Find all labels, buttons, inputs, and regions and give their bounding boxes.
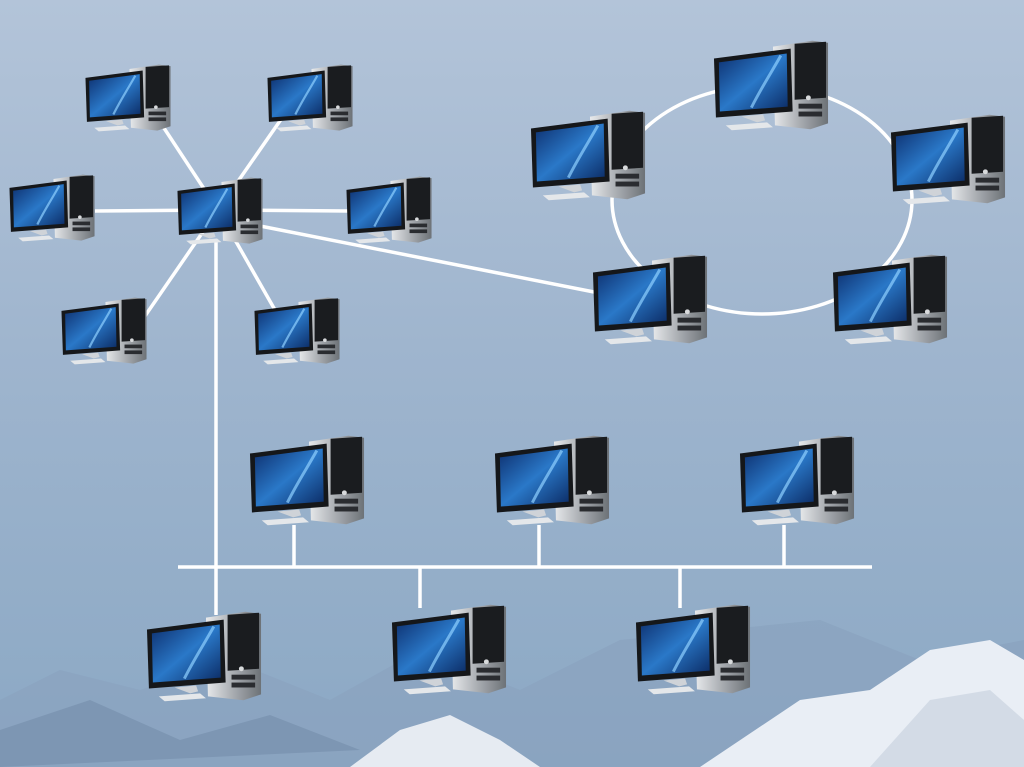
star-node-computer-icon — [8, 172, 96, 244]
star-node-computer-icon — [60, 295, 148, 367]
bus-node-computer-icon — [248, 433, 366, 528]
ring-node-computer-icon — [889, 112, 1007, 207]
ring-node-computer-icon — [712, 38, 830, 133]
star-node-computer-icon — [345, 174, 433, 246]
ring-node-computer-icon — [529, 108, 647, 203]
bus-node-computer-icon — [145, 609, 263, 704]
bus-node-computer-icon — [634, 602, 752, 697]
star-hub-computer-icon — [176, 175, 264, 247]
star-node-computer-icon — [266, 62, 354, 134]
ring-node-computer-icon — [591, 252, 709, 347]
star-node-computer-icon — [84, 62, 172, 134]
bus-node-computer-icon — [738, 433, 856, 528]
bus-node-computer-icon — [493, 433, 611, 528]
bus-node-computer-icon — [390, 602, 508, 697]
bus-links — [178, 240, 872, 615]
ring-node-computer-icon — [831, 252, 949, 347]
star-node-computer-icon — [253, 295, 341, 367]
